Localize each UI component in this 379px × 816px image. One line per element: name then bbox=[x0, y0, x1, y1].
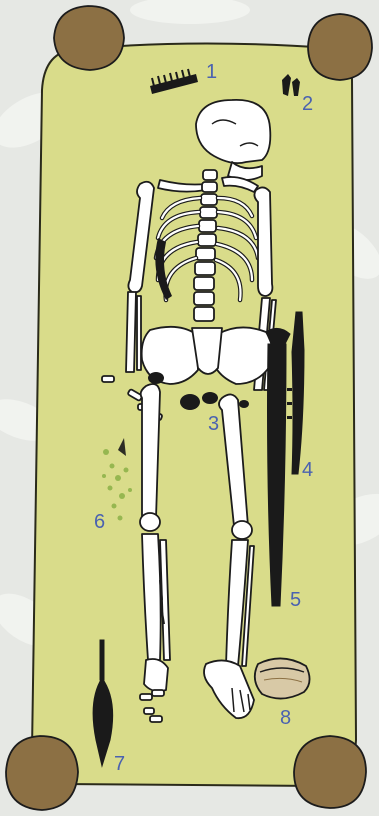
label-5: 5 bbox=[290, 589, 301, 611]
label-7: 7 bbox=[114, 753, 125, 775]
femur-left bbox=[141, 384, 160, 530]
patella-right bbox=[232, 521, 252, 539]
humerus-right bbox=[254, 187, 272, 296]
label-8: 8 bbox=[280, 707, 291, 729]
forearm-left bbox=[126, 292, 136, 372]
patella-left bbox=[140, 513, 160, 531]
label-4: 4 bbox=[302, 459, 313, 481]
ceramic-pot bbox=[255, 658, 310, 698]
label-6: 6 bbox=[94, 511, 105, 533]
label-1: 1 bbox=[206, 61, 217, 83]
label-3: 3 bbox=[208, 413, 219, 435]
post-hole-bottom-right bbox=[294, 736, 366, 808]
label-2: 2 bbox=[302, 93, 313, 115]
post-hole-bottom-left bbox=[6, 736, 78, 810]
post-hole-top-right bbox=[308, 14, 372, 80]
post-hole-top-left bbox=[54, 6, 124, 70]
